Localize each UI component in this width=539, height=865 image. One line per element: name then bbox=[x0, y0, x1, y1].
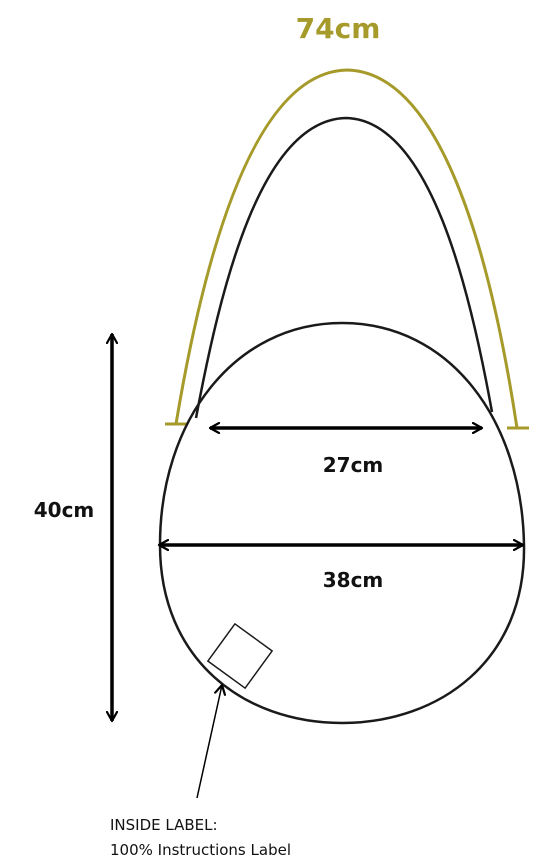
bag-height-label: 40cm bbox=[34, 498, 95, 522]
inside-label-note-line2: 100% Instructions Label bbox=[110, 841, 291, 859]
inside-label-note-line1: INSIDE LABEL: bbox=[110, 816, 218, 834]
bag-strap bbox=[194, 116, 494, 419]
strap-length-label: 74cm bbox=[296, 12, 381, 45]
top-width-label: 27cm bbox=[323, 453, 384, 477]
bag-width-label: 38cm bbox=[323, 568, 384, 592]
strap-length-arc bbox=[174, 68, 519, 429]
inside-label-pointer bbox=[196, 685, 222, 799]
bag-body bbox=[158, 321, 526, 725]
inside-label-box bbox=[206, 622, 274, 690]
